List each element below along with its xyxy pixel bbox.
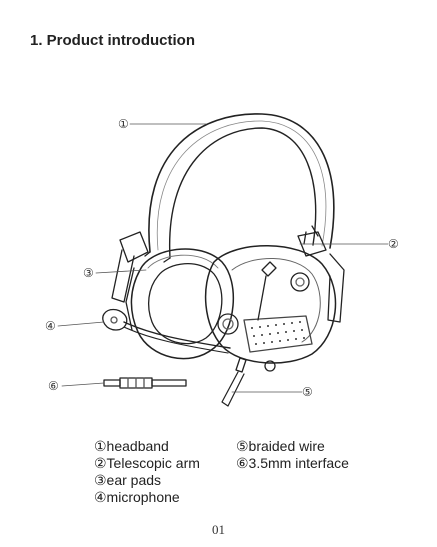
page-number: 01 <box>0 522 437 538</box>
audio-plug-drawing <box>104 378 186 388</box>
legend-right: ⑤braided wire ⑥3.5mm interface <box>236 438 349 472</box>
legend-item-microphone: ④microphone <box>94 489 200 506</box>
callout-5: ⑤ <box>302 386 313 398</box>
legend-item-audio-interface: ⑥3.5mm interface <box>236 455 349 472</box>
legend-item-telescopic-arm: ②Telescopic arm <box>94 455 200 472</box>
callout-4: ④ <box>45 320 56 332</box>
braided-wire-drawing <box>222 358 275 406</box>
legend-left: ①headband ②Telescopic arm ③ear pads ④mic… <box>94 438 200 506</box>
callout-1: ① <box>118 118 129 130</box>
legend-item-braided-wire: ⑤braided wire <box>236 438 349 455</box>
legend-item-ear-pads: ③ear pads <box>94 472 200 489</box>
microphone-drawing <box>103 310 230 354</box>
legend-item-headband: ①headband <box>94 438 200 455</box>
callout-6: ⑥ <box>48 380 59 392</box>
right-earcup-drawing <box>206 246 336 363</box>
callout-2: ② <box>388 238 399 250</box>
left-earcup-drawing <box>126 249 233 359</box>
callout-3: ③ <box>83 267 94 279</box>
headband-drawing <box>145 114 334 262</box>
telescopic-arm-drawing <box>112 226 344 322</box>
